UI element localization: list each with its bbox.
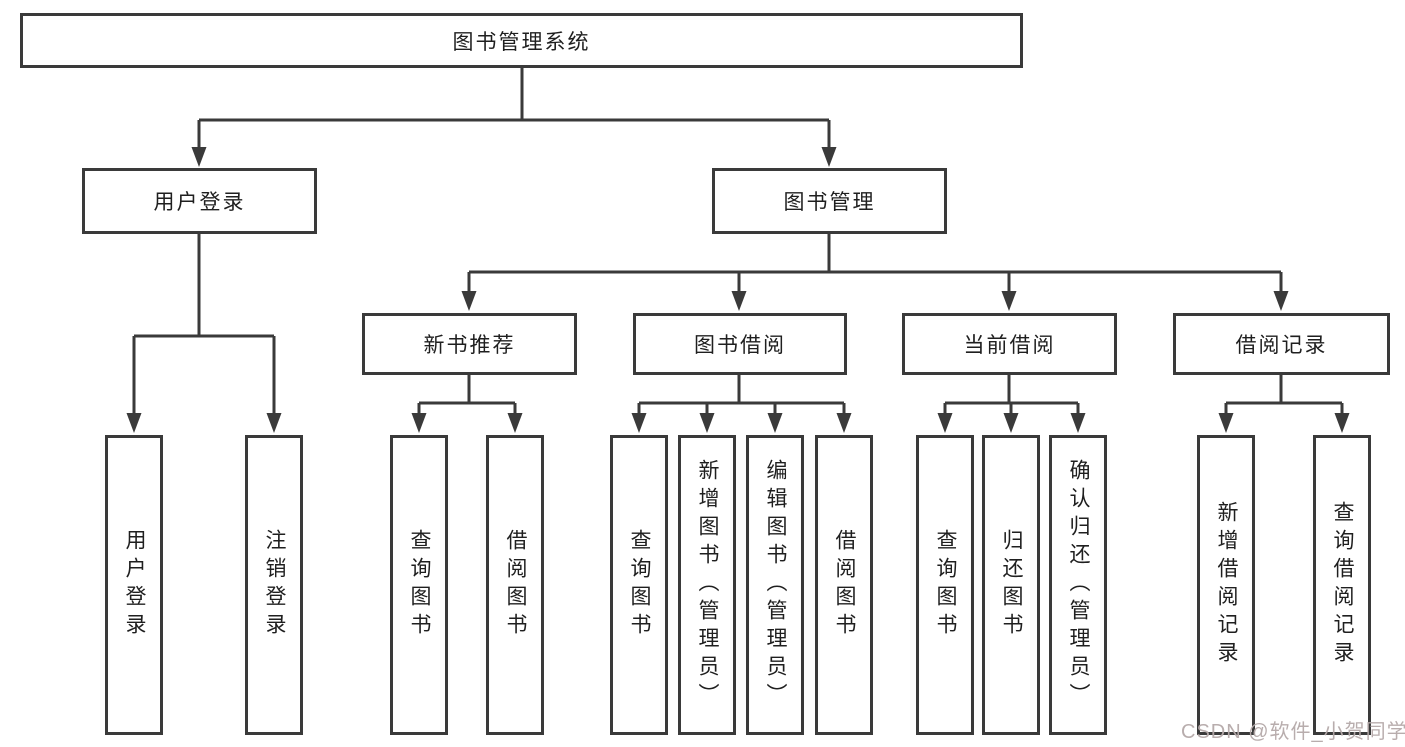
arrowhead [1003,413,1019,433]
node-leaf-query-books-borrow: 查询图书 [610,435,668,735]
node-new-book-recommend: 新书推荐 [362,313,577,375]
connector-records-to-leaves [1218,375,1350,433]
node-label: 当前借阅 [963,334,1056,357]
node-leaf-borrow-books: 借阅图书 [815,435,873,735]
arrowhead [1070,413,1086,433]
node-label: 用户登录 [153,191,246,214]
node-leaf-query-books-rec: 查询图书 [390,435,448,735]
arrowhead [836,413,852,433]
node-book-borrow: 图书借阅 [633,313,847,375]
node-label: 注销登录 [263,529,286,641]
node-label: 归还图书 [1000,529,1023,641]
node-user-login: 用户登录 [82,168,317,234]
node-label: 新增借阅记录 [1215,501,1238,669]
node-leaf-user-login: 用户登录 [105,435,163,735]
arrowhead [821,147,837,167]
connector-currentborrow-to-leaves [937,375,1086,433]
node-leaf-query-borrow-record: 查询借阅记录 [1313,435,1371,735]
arrowhead [631,413,647,433]
connector-bookborrow-to-leaves [631,375,852,433]
node-leaf-confirm-return-admin: 确认归还（管理员） [1049,435,1107,735]
node-label: 借阅记录 [1235,334,1328,357]
node-current-borrow: 当前借阅 [902,313,1117,375]
node-book-management: 图书管理 [712,168,947,234]
node-label: 编辑图书（管理员） [764,459,787,711]
watermark: CSDN @软件_小贺同学 [1181,721,1405,743]
arrowhead [1218,413,1234,433]
node-leaf-add-borrow-record: 新增借阅记录 [1197,435,1255,735]
node-leaf-edit-books-admin: 编辑图书（管理员） [746,435,804,735]
connector-bookmgmt-to-level3 [461,234,1289,311]
arrowhead [937,413,953,433]
arrowhead [767,413,783,433]
node-leaf-add-books-admin: 新增图书（管理员） [678,435,736,735]
node-label: 确认归还（管理员） [1067,459,1090,711]
node-label: 图书借阅 [694,334,786,357]
arrowhead [126,413,142,433]
arrowhead [266,413,282,433]
node-label: 查询图书 [628,529,651,641]
node-leaf-query-books-current: 查询图书 [916,435,974,735]
node-label: 查询图书 [934,529,957,641]
connector-userlogin-to-leaves [126,234,282,433]
arrowhead [461,291,477,311]
node-label: 图书管理 [783,191,876,214]
node-leaf-borrow-books-rec: 借阅图书 [486,435,544,735]
arrowhead [699,413,715,433]
node-label: 查询借阅记录 [1331,501,1354,669]
node-label: 借阅图书 [833,529,856,641]
node-label: 借阅图书 [504,529,527,641]
arrowhead [507,413,523,433]
node-leaf-logout: 注销登录 [245,435,303,735]
arrowhead [1273,291,1289,311]
node-root-system: 图书管理系统 [20,13,1023,68]
connector-root-to-level2 [191,68,837,167]
arrowhead [731,291,747,311]
node-borrow-records: 借阅记录 [1173,313,1390,375]
node-label: 新书推荐 [423,334,516,357]
connector-newrec-to-leaves [411,375,523,433]
node-label: 图书管理系统 [452,30,591,54]
arrowhead [1334,413,1350,433]
node-label: 用户登录 [123,529,146,641]
node-label: 查询图书 [408,529,431,641]
arrowhead [191,147,207,167]
node-label: 新增图书（管理员） [696,459,719,711]
node-leaf-return-books: 归还图书 [982,435,1040,735]
arrowhead [1001,291,1017,311]
arrowhead [411,413,427,433]
